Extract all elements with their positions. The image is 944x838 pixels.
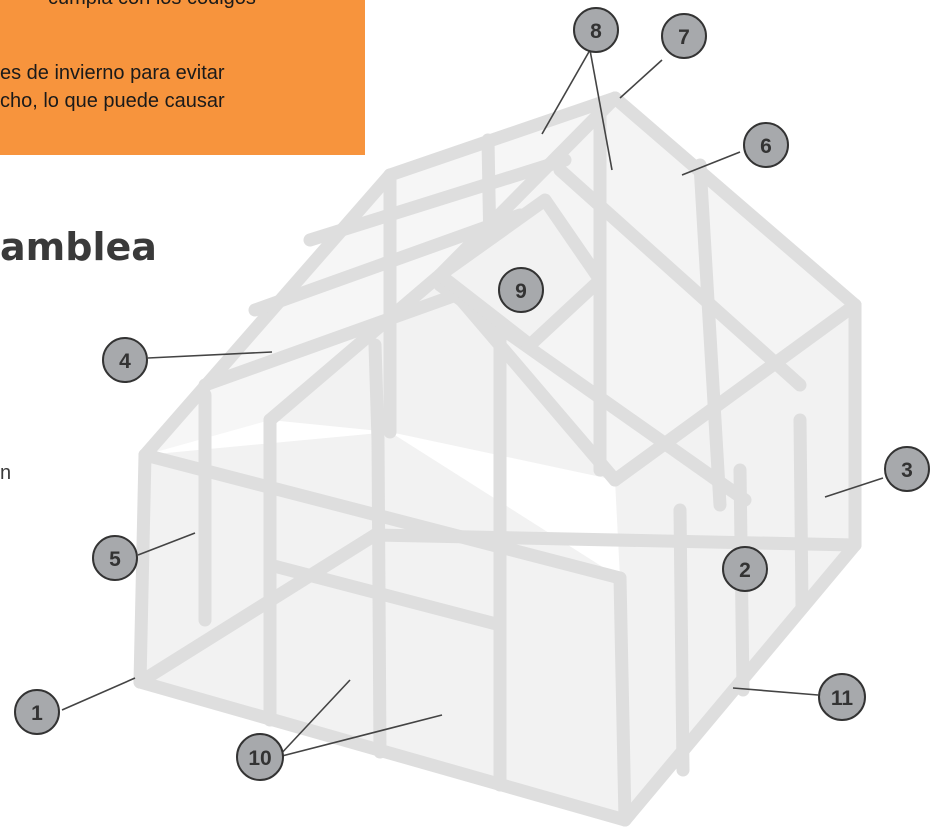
corner-post-left [133,448,152,689]
callout-4: 4 [102,337,148,383]
callout-11-label: 11 [831,687,854,710]
callout-6: 6 [743,122,789,168]
greenhouse-frame [133,91,862,827]
callout-8-label: 8 [590,20,602,43]
callout-11: 11 [818,673,866,721]
corner-post-front [613,571,632,827]
callout-7-label: 7 [678,26,690,49]
front-eave [138,448,627,585]
callout-3-label: 3 [901,459,913,482]
callout-3: 3 [884,446,930,492]
callout-10-label: 10 [248,747,271,770]
warning-note-box: cumpla con los códigos es de invierno pa… [0,0,365,155]
callout-2: 2 [722,546,768,592]
roof-right-panel [440,98,855,480]
callout-1: 1 [14,689,60,735]
cut-off-text: n [0,462,12,484]
callout-7: 7 [661,13,707,59]
callout-9-label: 9 [515,280,527,303]
callout-10: 10 [236,733,284,781]
callout-4-label: 4 [119,350,131,373]
callouts: 1 2 3 4 5 6 7 8 [14,7,930,781]
base-back [133,528,382,689]
callout-8: 8 [573,7,619,53]
note-line-1: cumpla con los códigos [48,0,256,10]
callout-9: 9 [498,267,544,313]
leader-lines [61,49,884,758]
note-line-3: cho, lo que puede causar [0,90,225,112]
section-heading: amblea [0,225,157,269]
note-line-2: es de invierno para evitar [0,62,225,84]
callout-5: 5 [92,535,138,581]
front-gable-panel [270,275,615,480]
callout-1-label: 1 [31,702,43,725]
callout-5-label: 5 [109,548,121,571]
ridge [383,91,622,182]
callout-2-label: 2 [739,559,751,582]
callout-6-label: 6 [760,135,772,158]
